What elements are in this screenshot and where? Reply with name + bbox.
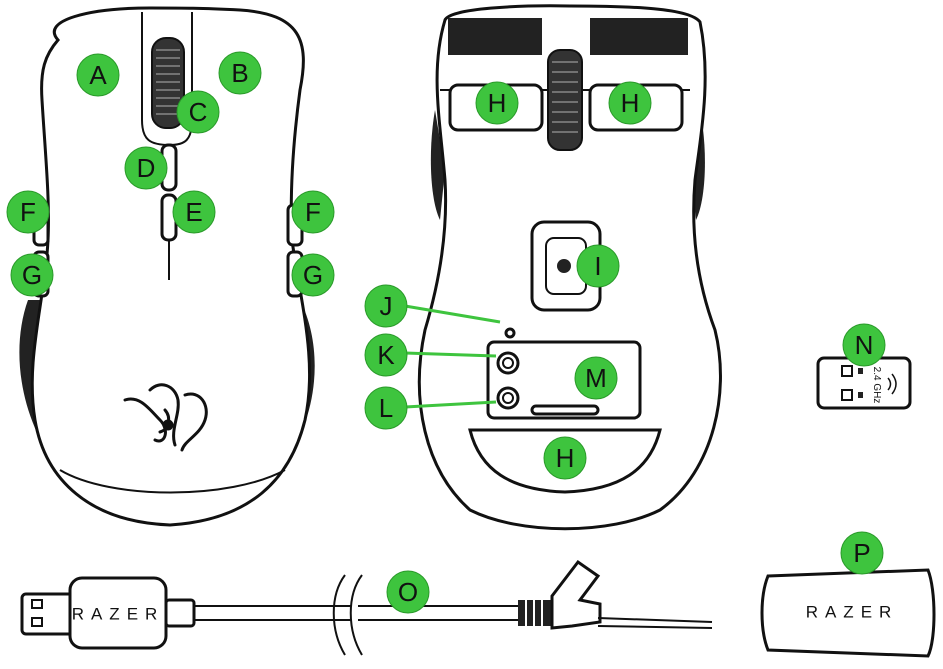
callout-o: O <box>386 570 430 614</box>
profile-button <box>496 386 520 410</box>
callout-f-right: F <box>291 190 335 234</box>
usb-connector-icon <box>841 365 853 377</box>
svg-text:F: F <box>20 197 36 227</box>
svg-text:A: A <box>89 60 107 90</box>
wireless-signal-icon <box>887 373 897 395</box>
callout-e: E <box>172 190 216 234</box>
dongle-frequency-text: 2.4 GHz <box>871 367 882 404</box>
callout-j: J <box>364 284 408 328</box>
svg-text:M: M <box>585 363 607 393</box>
callout-p: P <box>840 531 884 575</box>
dongle-adapter: RAZER <box>760 568 936 658</box>
callout-f-left: F <box>6 190 50 234</box>
callout-h-bottom: H <box>543 436 587 480</box>
svg-text:H: H <box>621 88 640 118</box>
bottom-left-grip <box>430 110 445 220</box>
razer-snake-logo-icon <box>123 383 208 452</box>
left-top-grip-pad <box>448 18 542 55</box>
svg-text:B: B <box>231 58 248 88</box>
usb-dongle: 2.4 GHz <box>816 356 912 410</box>
power-switch <box>496 351 520 375</box>
callout-d: D <box>124 146 168 190</box>
svg-text:O: O <box>398 577 418 607</box>
svg-text:P: P <box>853 538 870 568</box>
callout-h-right: H <box>608 81 652 125</box>
callout-g-right: G <box>291 253 335 297</box>
callout-i: I <box>576 244 620 288</box>
cable-plug-brand-label: RAZER <box>72 605 165 624</box>
svg-text:I: I <box>594 251 601 281</box>
svg-text:D: D <box>137 153 156 183</box>
callout-h-left: H <box>475 81 519 125</box>
cable-strain-relief <box>518 600 554 626</box>
palm-line <box>59 469 286 494</box>
svg-text:H: H <box>556 443 575 473</box>
svg-text:E: E <box>185 197 202 227</box>
usb-cable: RAZER <box>20 559 713 656</box>
callout-n: N <box>842 323 886 367</box>
leader-lines <box>404 304 501 409</box>
micro-usb-connector <box>550 559 602 630</box>
svg-text:C: C <box>189 97 208 127</box>
callout-k: K <box>364 333 408 377</box>
callout-b: B <box>218 51 262 95</box>
svg-text:J: J <box>380 291 393 321</box>
adapter-brand-label: RAZER <box>806 603 899 622</box>
svg-text:K: K <box>377 340 395 370</box>
mouse-top-view <box>19 6 315 527</box>
right-top-grip-pad <box>590 18 688 55</box>
svg-text:H: H <box>488 88 507 118</box>
status-led <box>504 327 516 339</box>
bottom-scroll-wheel <box>547 49 583 151</box>
svg-text:F: F <box>305 197 321 227</box>
svg-text:G: G <box>303 260 323 290</box>
usb-a-tip <box>20 592 76 636</box>
callout-a: A <box>76 53 120 97</box>
compartment-latch <box>530 404 600 416</box>
svg-text:N: N <box>855 330 874 360</box>
callout-g-left: G <box>10 253 54 297</box>
sensor-lens-icon <box>557 259 571 273</box>
callout-m: M <box>574 356 618 400</box>
callout-l: L <box>364 386 408 430</box>
callout-c: C <box>176 90 220 134</box>
svg-text:L: L <box>379 393 393 423</box>
svg-text:G: G <box>22 260 42 290</box>
